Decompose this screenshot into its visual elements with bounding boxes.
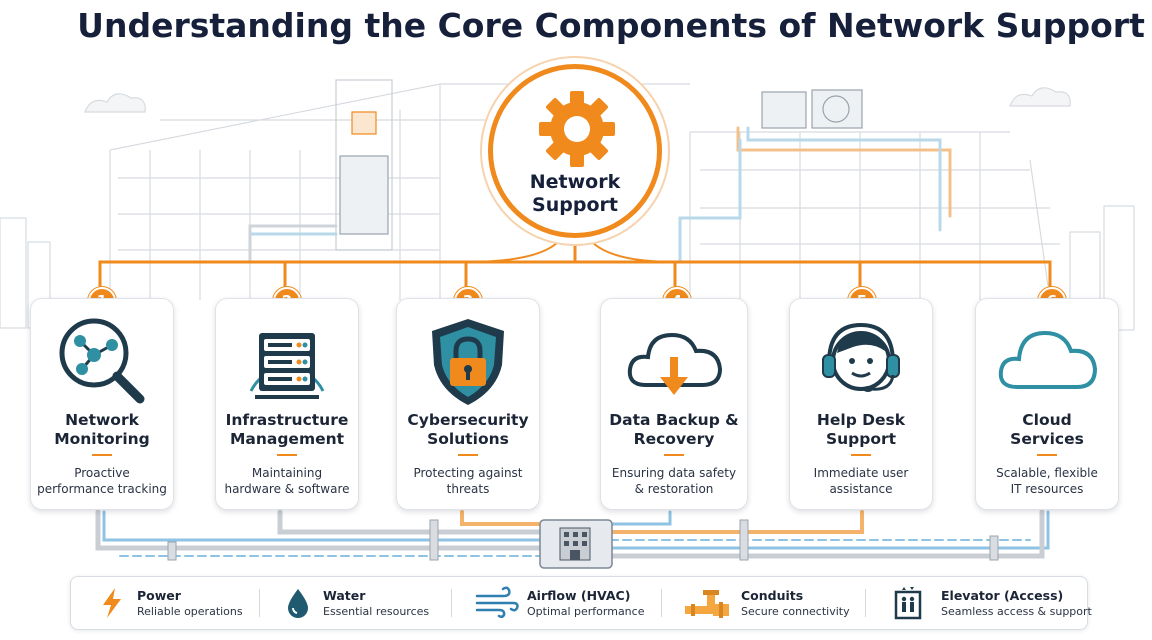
hub-connectors	[98, 239, 1052, 289]
component-card-cybersecurity-solutions: Cybersecurity Solutions Protecting again…	[396, 298, 540, 510]
gear-icon	[539, 91, 615, 167]
legend-title: Conduits	[741, 588, 804, 603]
card-title: Infrastructure Management	[225, 411, 349, 448]
card-description: Maintaining hardware & software	[224, 466, 350, 496]
card-divider	[851, 454, 871, 456]
elevator-icon	[894, 587, 922, 620]
shield-lock-icon	[432, 319, 504, 405]
bottom-pipes	[95, 509, 1050, 559]
legend-separator	[661, 589, 662, 617]
airflow-icon	[475, 586, 519, 619]
page-title: Understanding the Core Components of Net…	[77, 6, 1145, 45]
component-card-cloud-services: Cloud Services Scalable, flexible IT res…	[975, 298, 1119, 510]
legend-title: Elevator (Access)	[941, 588, 1064, 603]
card-title: Cybersecurity Solutions	[407, 411, 529, 448]
component-card-infrastructure-management: Infrastructure Management Maintaining ha…	[215, 298, 359, 510]
card-title: Help Desk Support	[816, 411, 906, 448]
hub-label: Network Support	[529, 171, 621, 216]
legend-subtitle: Secure connectivity	[741, 605, 850, 618]
card-description: Protecting against threats	[413, 466, 523, 496]
legend-subtitle: Optimal performance	[527, 605, 645, 618]
card-description: Immediate user assistance	[813, 466, 909, 496]
network-support-hub: Network Support	[488, 64, 662, 238]
card-divider	[458, 454, 478, 456]
network-search-icon	[59, 318, 145, 404]
card-description: Ensuring data safety & restoration	[611, 466, 737, 496]
headset-agent-icon	[822, 322, 900, 392]
legend-subtitle: Reliable operations	[137, 605, 243, 618]
card-divider	[92, 454, 112, 456]
card-title: Network Monitoring	[54, 411, 150, 448]
card-title: Cloud Services	[1010, 411, 1084, 448]
legend-title: Water	[323, 588, 366, 603]
background-pipes	[248, 126, 952, 262]
legend-separator	[865, 589, 866, 617]
component-card-help-desk-support: Help Desk Support Immediate user assista…	[789, 298, 933, 510]
water-drop-icon	[288, 589, 308, 618]
legend-title: Airflow (HVAC)	[527, 588, 631, 603]
card-divider	[277, 454, 297, 456]
pipe-icon	[685, 590, 729, 618]
card-divider	[1037, 454, 1057, 456]
cloud-download-icon	[627, 332, 723, 395]
card-description: Proactive performance tracking	[37, 466, 167, 496]
card-description: Scalable, flexible IT resources	[996, 466, 1098, 496]
cloud-icon	[998, 330, 1097, 389]
legend-subtitle: Seamless access & support	[941, 605, 1092, 618]
legend-separator	[259, 589, 260, 617]
legend-separator	[451, 589, 452, 617]
pipe-couplings	[167, 519, 999, 561]
card-divider	[664, 454, 684, 456]
utilities-legend: Power Reliable operations Water Essentia…	[70, 576, 1092, 630]
card-title: Data Backup & Recovery	[609, 411, 739, 448]
junction-box	[539, 519, 613, 569]
legend-title: Power	[137, 588, 181, 603]
component-card-network-monitoring: Network Monitoring Proactive performance…	[30, 298, 174, 510]
server-rack-icon	[249, 333, 325, 399]
lightning-icon	[103, 588, 121, 618]
component-card-data-backup-recovery: Data Backup & Recovery Ensuring data saf…	[600, 298, 748, 510]
legend-subtitle: Essential resources	[323, 605, 430, 618]
